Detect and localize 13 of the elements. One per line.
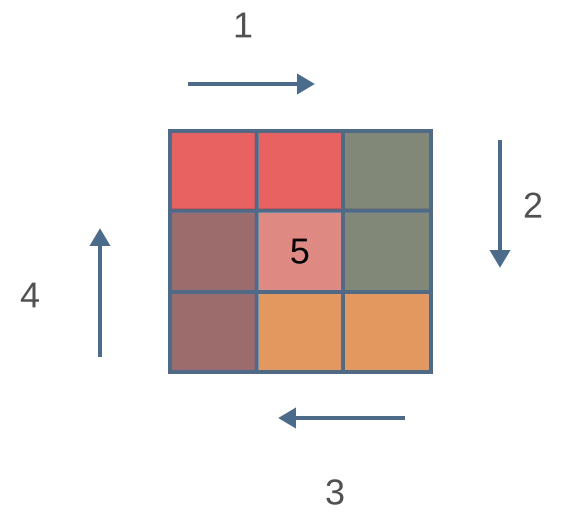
square-tile — [172, 133, 254, 209]
square-tile — [172, 294, 254, 370]
square-tile — [258, 294, 342, 370]
square-tile — [345, 133, 429, 209]
step-number: 4 — [20, 282, 39, 308]
step-number: 2 — [524, 192, 542, 218]
square-tile — [345, 294, 429, 370]
square-tile — [258, 133, 342, 209]
step-number: 3 — [326, 479, 344, 505]
square-tile — [172, 212, 254, 290]
numbered-tile: 5 — [258, 212, 342, 290]
step-number: 1 — [236, 12, 252, 38]
square-tile — [345, 212, 429, 290]
